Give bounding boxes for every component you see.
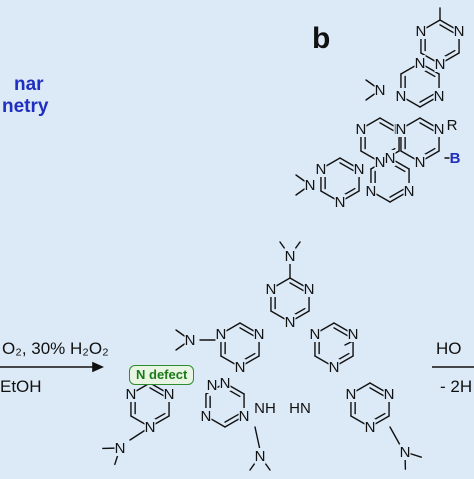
dimethylamino-n-atom: N: [285, 248, 296, 265]
link-bond: [255, 427, 260, 450]
product-nh-group: NH: [254, 400, 276, 417]
product-bottom-mid-ring-n-atom: N: [239, 408, 250, 425]
byproduct-condition-right: - 2H: [440, 378, 472, 395]
panel-b-left-ring-double-bond: [380, 123, 395, 132]
product-bottom-left-ring-n-atom: N: [126, 386, 137, 403]
product-defect-n-atom: N: [207, 377, 218, 394]
panel-b-right-ring-n-atom: N: [396, 121, 407, 138]
product-left-ring-double-bond: [240, 328, 255, 337]
dimethylamino-n-atom: N: [115, 440, 126, 457]
bond-layer: [103, 8, 459, 470]
panel-b-bottom-right-ring-n-atom: N: [404, 183, 415, 200]
reagent-condition-right: HO: [436, 340, 462, 357]
product-bottom-right-ring-n-atom: N: [365, 419, 376, 436]
panel-b-upper-ring-n-atom: N: [396, 88, 407, 105]
panel-b-label: b: [312, 24, 330, 54]
panel-b-left-ring-n-atom: N: [356, 121, 367, 138]
panel-b-bottom-left-ring-n-atom: N: [335, 194, 346, 211]
panel-b-bottom-left-ring-n-atom: N: [316, 161, 327, 178]
boron-atom: B: [450, 150, 461, 167]
product-right-ring-n-atom: N: [348, 326, 359, 343]
reagent-condition-left: O₂, 30% H₂O₂: [2, 340, 109, 357]
product-right-ring-double-bond: [334, 328, 349, 337]
product-left-ring-n-atom: N: [216, 326, 227, 343]
product-top-ring-n-atom: N: [266, 281, 277, 298]
product-bottom-right-ring-double-bond: [370, 388, 385, 397]
dimethylamino-n-atom: N: [375, 82, 386, 99]
panel-b-top-ring-double-bond: [440, 25, 455, 34]
product-bottom-mid-ring-double-bond: [225, 414, 240, 423]
panel-b-upper-ring-double-bond: [420, 94, 435, 103]
panel-b-bottom-right-ring-n-atom: N: [385, 150, 396, 167]
panel-b-bottom-right-ring-double-bond: [390, 189, 405, 198]
link-bond: [390, 427, 400, 445]
geometry-label-line1: nar: [14, 75, 44, 94]
dimethylamino-n-atom: N: [185, 332, 196, 349]
dimethylamino-n-atom: N: [305, 177, 316, 194]
product-bottom-mid-ring-n-atom: N: [220, 375, 231, 392]
panel-b-bottom-right-ring-n-atom: N: [366, 183, 377, 200]
product-right-ring-n-atom: N: [310, 326, 321, 343]
reaction-arrow-left-head: [93, 363, 102, 371]
solvent-condition-left: EtOH: [0, 378, 42, 395]
product-left-ring-n-atom: N: [254, 326, 265, 343]
product-hn-group: HN: [289, 400, 311, 417]
panel-b-upper-ring-n-atom: N: [434, 88, 445, 105]
product-bottom-right-ring-n-atom: N: [384, 386, 395, 403]
product-top-ring-n-atom: N: [304, 281, 315, 298]
panel-b-top-ring-n-atom: N: [416, 23, 427, 40]
product-bottom-left-ring-double-bond: [150, 388, 165, 397]
r-group-label: R: [447, 117, 458, 134]
dimethylamino-n-atom: N: [255, 448, 266, 465]
product-right-ring-n-atom: N: [329, 359, 340, 376]
product-bottom-left-ring-n-atom: N: [145, 419, 156, 436]
dimethylamino-n-atom: N: [400, 444, 411, 461]
geometry-label-line2: netry: [2, 97, 48, 116]
panel-b-right-ring-n-atom: N: [434, 121, 445, 138]
product-top-ring-double-bond: [290, 283, 305, 292]
panel-b-bottom-left-ring-double-bond: [340, 163, 355, 172]
n-defect-badge: N defect: [129, 365, 194, 385]
panel-b-top-ring-n-atom: N: [435, 56, 446, 73]
panel-b-upper-ring-n-atom: N: [415, 55, 426, 72]
product-bottom-left-ring-n-atom: N: [164, 386, 175, 403]
product-bottom-mid-ring-n-atom: N: [201, 408, 212, 425]
product-top-ring-n-atom: N: [285, 314, 296, 331]
product-left-ring-n-atom: N: [235, 359, 246, 376]
panel-b-right-ring-n-atom: N: [415, 154, 426, 171]
panel-b-top-ring-n-atom: N: [454, 23, 465, 40]
product-bottom-right-ring-n-atom: N: [346, 386, 357, 403]
panel-b-bottom-left-ring-n-atom: N: [354, 161, 365, 178]
panel-b-right-ring-double-bond: [420, 123, 435, 132]
